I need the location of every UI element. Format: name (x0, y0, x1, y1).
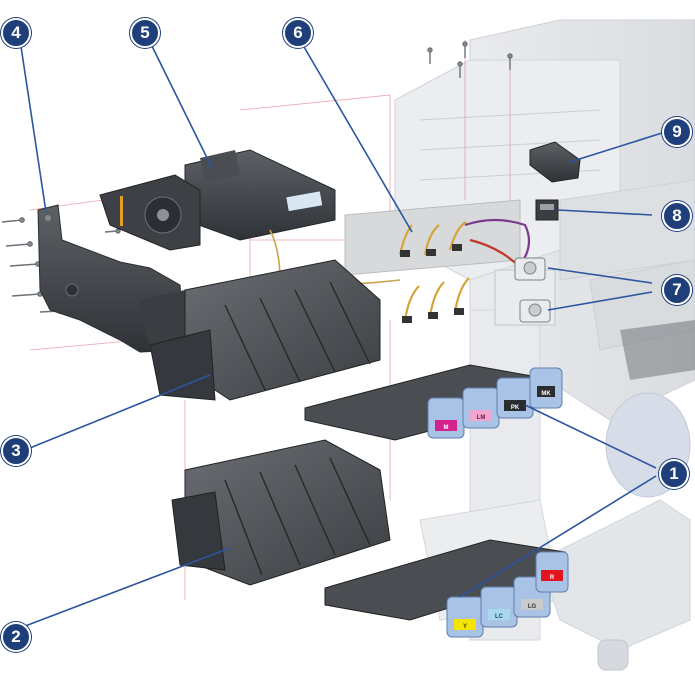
side-frame-part-4 (37, 204, 186, 353)
ink-label-upper-2: LM (477, 415, 486, 421)
upper-ink-cartridges: M LM PK MK (427, 367, 563, 439)
callout-2: 2 (1, 622, 31, 652)
ink-label-upper-3: PK (511, 405, 520, 411)
ink-label-lower-2: LC (495, 614, 504, 620)
callout-5: 5 (130, 18, 160, 48)
upper-cartridge-housing-part-3 (149, 259, 381, 401)
upper-cartridge-tray: M LM PK MK (304, 364, 563, 441)
callout-8: 8 (662, 201, 692, 231)
ink-label-upper-4: MK (541, 391, 551, 397)
ink-label-lower-1: Y (463, 624, 467, 630)
ink-label-upper-1: M (444, 425, 449, 431)
callout-3: 3 (1, 436, 31, 466)
callout-4: 4 (1, 18, 31, 48)
leader-lines (19, 39, 666, 629)
callout-6: 6 (283, 18, 313, 48)
sensor-part-9 (529, 141, 581, 183)
lower-ink-cartridges: Y LC LG R (446, 551, 569, 638)
lower-cartridge-tray: Y LC LG R (324, 539, 569, 638)
callout-7: 7 (662, 275, 692, 305)
callout-1: 1 (659, 459, 689, 489)
lower-cartridge-housing-part-2 (171, 439, 391, 586)
ink-label-lower-3: LG (528, 604, 537, 610)
sensor-boards-part-7 (514, 257, 551, 323)
ink-label-lower-4: R (550, 575, 555, 581)
fan-assembly-part-5 (99, 149, 336, 251)
callout-9: 9 (662, 117, 692, 147)
connector-board-part-8 (535, 199, 559, 221)
